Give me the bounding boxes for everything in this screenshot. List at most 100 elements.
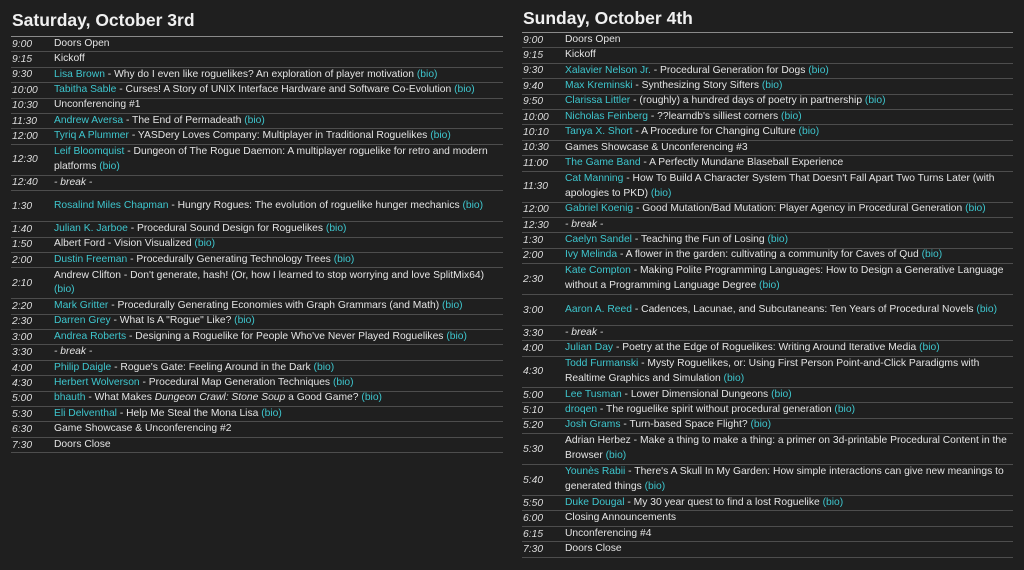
speaker-link[interactable]: The Game Band [565,156,641,168]
session-title: - The End of Permadeath [123,114,245,126]
speaker-link[interactable]: Philip Daigle [54,361,112,373]
bio-link[interactable]: (bio) [781,110,802,122]
speaker-link[interactable]: Julian K. Jarboe [54,222,128,234]
bio-link[interactable]: (bio) [864,95,886,107]
speaker-link[interactable]: Duke Dougal [565,496,625,508]
speaker-link[interactable]: Tabitha Sable [54,83,117,95]
speaker-link[interactable]: Dustin Freeman [54,253,128,265]
bio-link[interactable]: (bio) [430,130,451,142]
bio-link[interactable]: (bio) [605,450,627,462]
bio-link[interactable]: (bio) [313,361,335,373]
bio-link[interactable]: (bio) [919,342,940,354]
session-description: Unconferencing #1 [54,98,503,113]
speaker-link[interactable]: Andrea Roberts [54,330,127,342]
session-description: Max Kreminski - Synthesizing Story Sifte… [565,79,1013,94]
session-title: Doors Close [54,438,111,450]
bio-link[interactable]: (bio) [750,419,772,431]
session-title: - There's A Skull In My Garden: How simp… [565,466,1004,493]
bio-link[interactable]: (bio) [771,388,792,400]
schedule-row: 5:00 bhauth - What Makes Dungeon Crawl: S… [11,391,503,408]
time-slot: 9:40 [523,80,544,92]
bio-link[interactable]: (bio) [834,404,856,416]
bio-link[interactable]: (bio) [99,160,120,172]
bio-link[interactable]: (bio) [808,64,829,76]
session-description: The Game Band - A Perfectly Mundane Blas… [565,156,1013,171]
speaker-link[interactable]: Mark Gritter [54,300,109,312]
bio-link[interactable]: (bio) [54,284,75,296]
session-title: Game Showcase & Unconferencing #2 [54,423,232,435]
bio-link[interactable]: (bio) [332,377,354,389]
bio-link[interactable]: (bio) [325,222,347,234]
speaker-link[interactable]: Julian Day [565,342,614,354]
bio-link[interactable]: (bio) [234,315,255,327]
speaker-link[interactable]: Darren Grey [54,315,111,327]
bio-link[interactable]: (bio) [798,126,820,138]
bio-link[interactable]: (bio) [442,300,463,312]
time-slot: 5:00 [12,393,33,405]
bio-link[interactable]: (bio) [976,303,998,315]
break-label: - break - [54,346,93,358]
session-title: Doors Close [565,543,622,554]
speaker-link[interactable]: bhauth [54,392,86,404]
bio-link[interactable]: (bio) [462,199,484,211]
bio-link[interactable]: (bio) [416,68,438,80]
bio-link[interactable]: (bio) [767,234,789,246]
speaker-link[interactable]: Aaron A. Reed [565,303,632,315]
bio-link[interactable]: (bio) [650,187,672,199]
speaker-link[interactable]: Tyriq A Plummer [54,130,129,142]
bio-link[interactable]: (bio) [965,203,986,215]
speaker-link[interactable]: Rosalind Miles Chapman [54,199,169,211]
session-description: Ivy Melinda - A flower in the garden: cu… [565,248,1013,263]
bio-link[interactable]: (bio) [333,253,355,265]
speaker-link[interactable]: Max Kreminski [565,79,633,91]
speaker-link[interactable]: Cat Manning [565,172,624,184]
bio-link[interactable]: (bio) [759,280,780,292]
speaker-link[interactable]: Ivy Melinda [565,249,618,261]
speaker-link[interactable]: Eli Delventhal [54,407,117,419]
bio-link[interactable]: (bio) [761,79,783,91]
bio-link[interactable]: (bio) [361,392,382,404]
speaker-link[interactable]: Andrew Aversa [54,114,124,126]
speaker-link[interactable]: Younès Rabii [565,466,626,478]
session-title: Unconferencing #4 [565,527,652,539]
bio-link[interactable]: (bio) [454,83,475,95]
bio-link[interactable]: (bio) [921,249,943,261]
speaker-link[interactable]: Todd Furmanski [565,358,639,370]
speaker-link[interactable]: Clarissa Littler [565,95,631,107]
session-description: - break - [54,176,503,191]
bio-link[interactable]: (bio) [261,407,282,419]
speaker-link[interactable]: droqen [565,404,598,416]
speaker-link[interactable]: Tanya X. Short [565,126,633,138]
bio-link[interactable]: (bio) [723,372,745,384]
bio-link[interactable]: (bio) [194,238,216,250]
session-description: bhauth - What Makes Dungeon Crawl: Stone… [54,391,503,406]
speaker-link[interactable]: Lee Tusman [565,388,622,400]
speaker-link[interactable]: Lisa Brown [54,68,105,80]
speaker-link[interactable]: Nicholas Feinberg [565,110,648,122]
speaker-link[interactable]: Gabriel Koenig [565,203,634,215]
bio-link[interactable]: (bio) [244,114,265,126]
speaker-link[interactable]: Josh Grams [565,419,621,431]
speaker-link[interactable]: Herbert Wolverson [54,377,140,389]
speaker-link[interactable]: Kate Compton [565,265,631,277]
session-title: Doors Open [565,33,621,45]
session-title: - Procedural Generation for Dogs [650,64,809,76]
bio-link[interactable]: (bio) [446,330,467,342]
bio-link[interactable]: (bio) [822,496,844,508]
session-title: - Designing a Roguelike for People Who'v… [126,330,447,342]
speaker-link[interactable]: Xalavier Nelson Jr. [565,64,651,76]
bio-link[interactable]: (bio) [644,481,666,493]
speaker-link[interactable]: Caelyn Sandel [565,234,632,246]
speaker-link[interactable]: Leif Bloomquist [54,146,125,158]
session-description: Albert Ford - Vision Visualized (bio) [54,237,503,252]
session-title: - Lower Dimensional Dungeons [621,388,772,400]
